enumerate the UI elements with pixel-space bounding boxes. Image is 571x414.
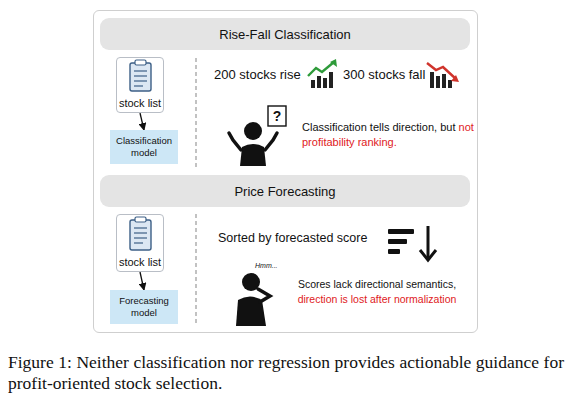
section-header: Rise-Fall Classification — [100, 18, 470, 50]
rise-chart-icon — [308, 62, 334, 76]
sort-icon — [388, 239, 407, 244]
clipboard-icon — [134, 242, 143, 243]
rise-chart-icon — [308, 59, 337, 88]
warning-text: direction is lost after normalization — [280, 292, 474, 307]
section-header: Price Forecasting — [100, 175, 470, 207]
rise-chart-icon — [323, 78, 327, 88]
shrugging-person — [229, 133, 241, 150]
rise-chart-icon — [311, 80, 315, 88]
fall-chart-icon — [448, 80, 452, 88]
clipboard-icon — [134, 85, 143, 86]
divider-line — [195, 214, 196, 326]
clipboard-icon — [134, 75, 147, 76]
sort-icon — [427, 226, 430, 258]
divider-line — [195, 58, 196, 168]
count-label: 300 stocks fall — [343, 67, 425, 82]
section-title: Rise-Fall Classification — [219, 27, 350, 42]
node-label: Classification model — [116, 135, 172, 159]
rise-chart-icon — [329, 72, 333, 88]
section-title: Price Forecasting — [234, 184, 335, 199]
shrugging-person — [240, 144, 266, 166]
clipboard-icon — [130, 220, 151, 250]
note-text: Classification tells direction, but — [302, 121, 455, 133]
shrugging-person — [268, 106, 286, 126]
fall-chart-icon — [451, 75, 459, 82]
flow-arrow — [140, 113, 144, 130]
stock-list-icon: stock list — [116, 57, 164, 113]
clipboard-icon — [130, 63, 151, 91]
clipboard-icon — [134, 237, 147, 238]
clipboard-icon — [134, 227, 147, 228]
fall-chart-icon — [442, 74, 446, 88]
shrugging-person — [229, 106, 286, 166]
fall-chart-icon — [430, 72, 434, 88]
fall-chart-icon — [427, 63, 456, 79]
shrugging-person — [265, 133, 277, 150]
sort-icon — [420, 250, 436, 260]
rise-chart-icon — [317, 76, 321, 88]
sort-label: Sorted by forecasted score — [218, 231, 367, 245]
sort-icon — [388, 249, 400, 254]
thinking-person — [236, 273, 270, 326]
note-text: Scores lack directional semantics, — [280, 277, 474, 292]
sort-icon — [388, 229, 414, 234]
thinking-person — [258, 289, 270, 302]
clipboard-icon — [134, 232, 147, 233]
node-label: stock list — [111, 256, 169, 268]
figure-caption: Figure 1: Neither classification nor reg… — [8, 352, 564, 394]
model-box: Forecasting model — [110, 290, 178, 324]
flow-arrow — [140, 272, 144, 290]
count-label: 200 stocks rise — [214, 67, 301, 82]
fall-chart-icon — [436, 76, 440, 88]
node-label: Forecasting model — [116, 295, 172, 319]
question-mark: ? — [268, 106, 286, 126]
clipboard-icon — [130, 217, 151, 250]
model-box: Classification model — [110, 130, 178, 164]
thought-text: Hmm... — [255, 262, 278, 269]
clipboard-icon — [135, 60, 146, 65]
shrugging-person — [244, 122, 262, 140]
clipboard-icon — [134, 70, 147, 71]
node-label: stock list — [111, 97, 169, 109]
clipboard-icon — [135, 217, 146, 222]
clipboard-icon — [130, 60, 151, 91]
fall-chart-icon — [427, 63, 459, 88]
clipboard-icon — [134, 80, 147, 81]
note-text: Scores lack directional semantics,direct… — [280, 277, 474, 307]
sort-icon — [388, 226, 436, 260]
rise-chart-icon — [330, 59, 337, 67]
note-text: Classification tells direction, but not … — [302, 120, 474, 150]
stock-list-icon: stock list — [116, 214, 164, 272]
